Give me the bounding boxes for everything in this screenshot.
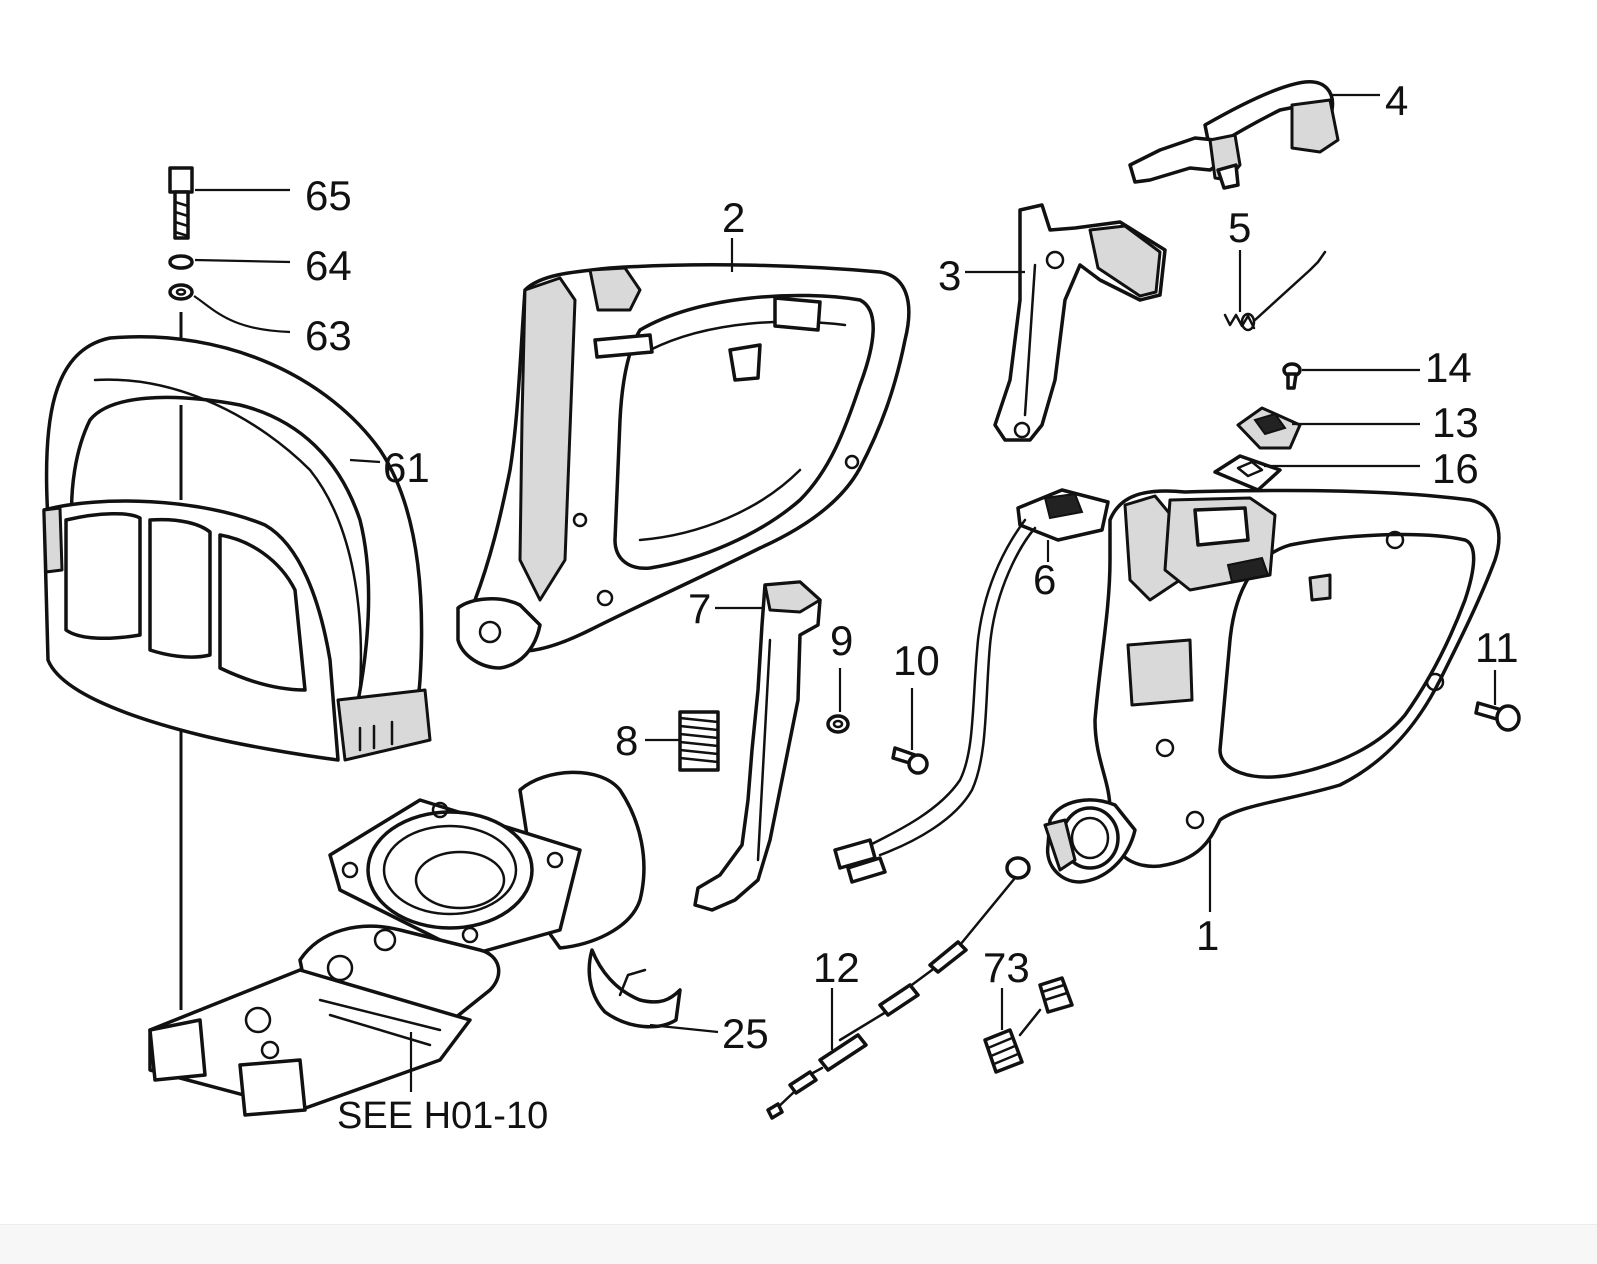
label-see-reference: SEE H01-10 [337,1095,548,1137]
part-14-screw [1282,362,1302,390]
label-part-61: 61 [383,444,430,491]
part-73-springs [983,976,1074,1074]
part-3-throttle-trigger [993,203,1167,442]
label-part-5: 5 [1228,204,1251,251]
part-7-throttle-lever [693,580,822,912]
part-61-front-handle [42,335,432,762]
part-63-washer [168,283,194,301]
label-part-12: 12 [813,944,860,991]
label-part-3: 3 [938,252,961,299]
label-part-64: 64 [305,242,352,289]
label-part-14: 14 [1425,344,1472,391]
part-25-clip [587,948,682,1029]
label-part-9: 9 [830,617,853,664]
part-4-lockout-lever [1128,80,1340,190]
label-part-10: 10 [893,637,940,684]
label-part-1: 1 [1196,912,1219,959]
label-part-2: 2 [722,194,745,241]
part-65-bolt [168,166,194,240]
leader-lines [193,93,1497,1092]
part-16-label [1213,454,1282,492]
part-12-throttle-cable [766,856,1031,1120]
label-part-63: 63 [305,312,352,359]
part-1-main-handle [1043,488,1501,884]
page-footer-band [0,1224,1597,1264]
gear-case-assembly [148,770,646,1117]
label-part-73: 73 [983,944,1030,991]
part-9-washer [826,714,850,734]
label-part-4: 4 [1385,77,1408,124]
label-part-7: 7 [688,585,711,632]
part-2-housing-half [456,263,911,670]
part-8-spring [678,710,720,772]
label-part-25: 25 [722,1010,769,1057]
label-part-16: 16 [1432,445,1479,492]
part-13-switch [1236,406,1302,450]
part-11-screw [1474,701,1521,732]
label-part-8: 8 [615,717,638,764]
label-part-11: 11 [1475,624,1519,671]
part-64-lock-washer [168,254,194,270]
part-5-spring [1223,250,1327,332]
label-part-13: 13 [1432,399,1479,446]
part-10-screw [891,746,929,775]
label-part-6: 6 [1033,556,1056,603]
part-6-switch-harness [833,488,1110,884]
label-part-65: 65 [305,172,352,219]
